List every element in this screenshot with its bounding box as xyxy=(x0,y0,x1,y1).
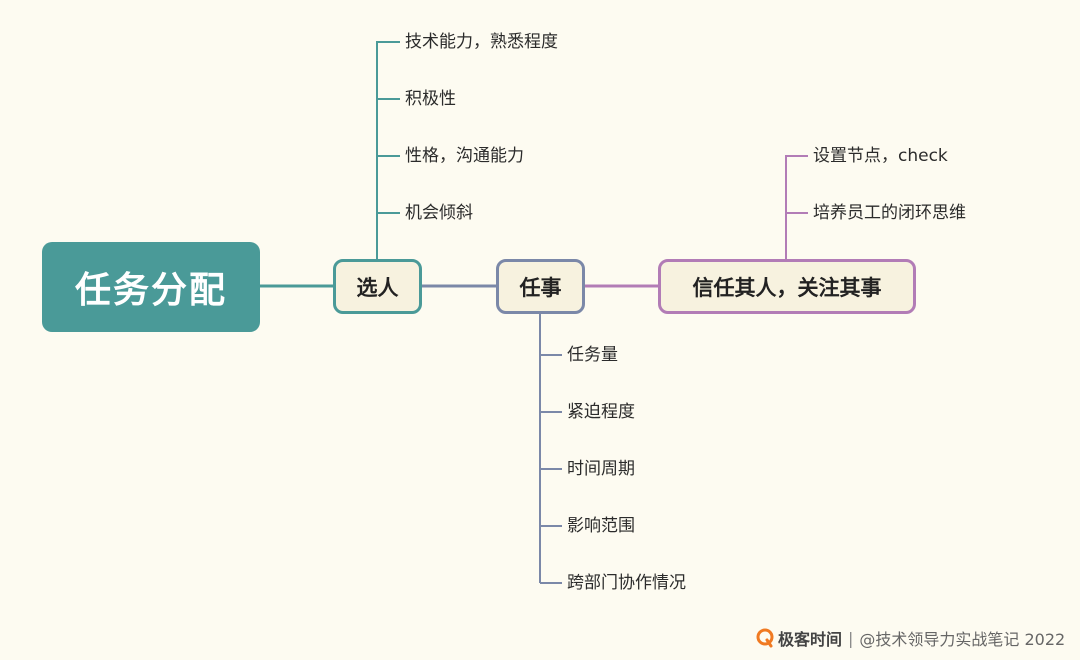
watermark-credit: @技术领导力实战笔记 2022 xyxy=(859,630,1066,649)
leaf-item: 紧迫程度 xyxy=(567,402,635,422)
leaf-item: 机会倾斜 xyxy=(405,203,473,223)
branch-label: 选人 xyxy=(356,275,399,300)
leaf-item: 设置节点，check xyxy=(813,146,948,166)
leaf-item: 技术能力，熟悉程度 xyxy=(405,32,558,52)
leaf-item: 性格，沟通能力 xyxy=(405,146,524,166)
leaf-item: 任务量 xyxy=(567,345,618,365)
leaf-item: 影响范围 xyxy=(567,516,635,536)
branch-node-xuanren: 选人 xyxy=(333,259,422,314)
leaf-item: 培养员工的闭环思维 xyxy=(813,203,966,223)
geektime-logo-icon xyxy=(756,628,774,648)
leaf-item: 积极性 xyxy=(405,89,456,109)
brand-name: 极客时间 xyxy=(778,630,843,649)
leaf-item: 跨部门协作情况 xyxy=(567,573,686,593)
watermark: 极客时间 | @技术领导力实战笔记 2022 xyxy=(756,626,1065,650)
branch-label: 信任其人，关注其事 xyxy=(692,275,882,300)
root-label: 任务分配 xyxy=(74,270,227,311)
watermark-separator: | xyxy=(848,628,854,648)
branch-node-xinren: 信任其人，关注其事 xyxy=(658,259,916,314)
root-node: 任务分配 xyxy=(42,242,260,332)
branch-node-renshi: 任事 xyxy=(496,259,585,314)
leaf-item: 时间周期 xyxy=(567,459,635,479)
branch-label: 任事 xyxy=(519,275,562,300)
